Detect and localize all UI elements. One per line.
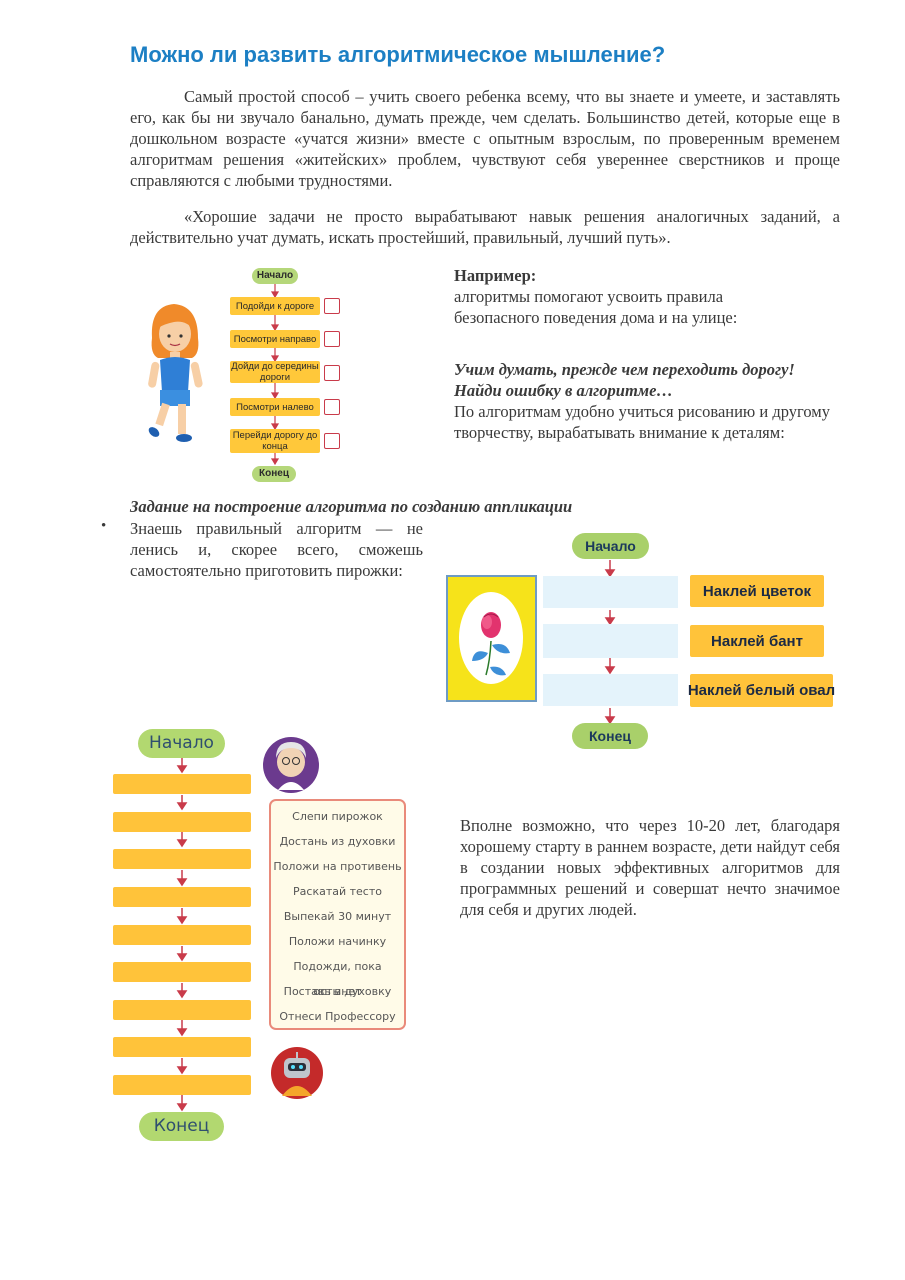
flow2-empty-slot[interactable] <box>543 576 678 608</box>
flow1-checkbox[interactable] <box>324 365 340 381</box>
step-option[interactable]: Подожди, пока остынет <box>293 960 382 998</box>
flow1-step: Перейди дорогу до конца <box>230 429 320 453</box>
task-heading: Задание на построение алгоритма по созда… <box>130 497 573 516</box>
step-option[interactable]: Выпекай 30 минут <box>283 910 392 923</box>
flow2-arrows <box>604 560 616 725</box>
flow3-empty-slot[interactable] <box>113 1037 251 1057</box>
flow1-checkbox[interactable] <box>324 399 340 415</box>
step-option[interactable]: Поставь в духовку <box>283 985 392 998</box>
road-crossing-flowchart: Начало Подойди к дороге Посмотри направо… <box>226 266 351 486</box>
flow1-step: Подойди к дороге <box>230 297 320 315</box>
flow2-option[interactable]: Наклей цветок <box>690 575 824 607</box>
quote-paragraph-text: «Хорошие задачи не просто вырабатывают н… <box>130 207 840 247</box>
example-block: Например: алгоритмы помогают усвоить пра… <box>454 265 839 443</box>
step-option[interactable]: Положи начинку <box>288 935 387 948</box>
flow1-checkbox[interactable] <box>324 433 340 449</box>
pirozhki-flowchart: Начало Конец Слепи пирожок Дос <box>110 728 430 1148</box>
flow3-empty-slot[interactable] <box>113 812 251 832</box>
flow1-start: Начало <box>252 268 298 284</box>
page-title: Можно ли развить алгоритмическое мышлени… <box>130 42 666 67</box>
flower-card-image <box>446 575 537 702</box>
application-flowchart: Начало Наклей цветок Наклей бант Наклей … <box>446 530 846 755</box>
flow2-end: Конец <box>572 723 648 749</box>
example-text-2: По алгоритмам удобно учиться рисованию и… <box>454 402 830 442</box>
flow3-empty-slot[interactable] <box>113 887 251 907</box>
intro-paragraph-text: Самый простой способ – учить своего ребе… <box>130 87 840 190</box>
girl-illustration <box>148 304 203 442</box>
intro-paragraph: Самый простой способ – учить своего ребе… <box>130 86 840 191</box>
flow3-arrows <box>176 758 188 1112</box>
bullet-marker: • <box>101 518 107 534</box>
flow2-start: Начало <box>572 533 649 559</box>
flow1-end: Конец <box>252 466 296 482</box>
step-option[interactable]: Слепи пирожок <box>292 810 383 823</box>
flow3-empty-slot[interactable] <box>113 774 251 794</box>
bullet-text: Знаешь правильный алгоритм — не ленись и… <box>130 519 423 580</box>
robot-avatar <box>271 1047 323 1099</box>
flow3-end: Конец <box>139 1112 224 1141</box>
flow1-step: Дойди до середины дороги <box>230 361 320 383</box>
flow2-option[interactable]: Наклей бант <box>690 625 824 657</box>
flow1-checkbox[interactable] <box>324 331 340 347</box>
step-option[interactable]: Раскатай тесто <box>293 885 382 898</box>
flow1-step: Посмотри налево <box>230 398 320 416</box>
flow3-empty-slot[interactable] <box>113 1000 251 1020</box>
example-text: алгоритмы помогают усвоить правила безоп… <box>454 287 738 327</box>
example-italic-1: Учим думать, прежде чем переходить дорог… <box>454 360 795 379</box>
flow1-arrows <box>270 284 280 466</box>
professor-avatar <box>263 737 319 793</box>
step-option[interactable]: Положи на противень <box>273 860 402 873</box>
flow1-checkbox[interactable] <box>324 298 340 314</box>
flow2-empty-slot[interactable] <box>543 674 678 706</box>
flow1-step: Посмотри направо <box>230 330 320 348</box>
flow3-empty-slot[interactable] <box>113 925 251 945</box>
step-option[interactable]: Отнеси Профессору <box>279 1010 396 1023</box>
example-italic-2: Найди ошибку в алгоритме… <box>454 381 673 400</box>
example-heading: Например: <box>454 266 537 285</box>
flow3-empty-slot[interactable] <box>113 962 251 982</box>
closing-paragraph: Вполне возможно, что через 10-20 лет, бл… <box>460 816 840 919</box>
step-option[interactable]: Достань из духовки <box>279 835 396 848</box>
flow3-start: Начало <box>138 729 225 758</box>
flow2-empty-slot[interactable] <box>543 624 678 658</box>
flow2-option[interactable]: Наклей белый овал <box>688 674 835 707</box>
flow3-empty-slot[interactable] <box>113 1075 251 1095</box>
flow3-empty-slot[interactable] <box>113 849 251 869</box>
quote-paragraph: «Хорошие задачи не просто вырабатывают н… <box>130 206 840 248</box>
steps-list: Слепи пирожок Достань из духовки Положи … <box>269 799 406 1030</box>
